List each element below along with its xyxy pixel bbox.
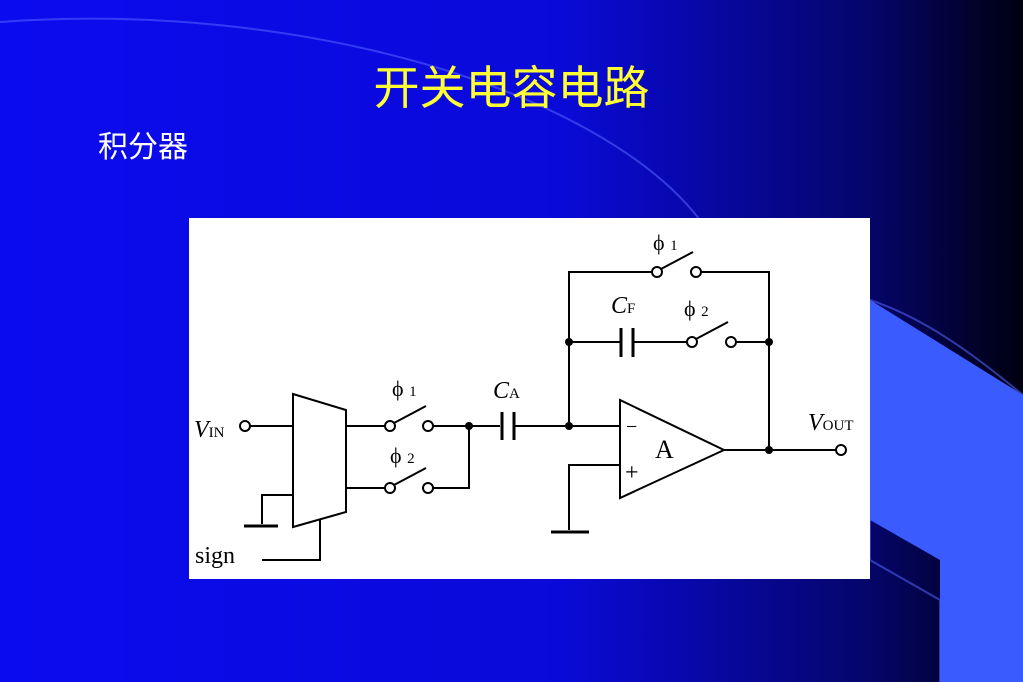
phi1-label-feedback: ϕ 1 [653, 230, 678, 255]
ca-label: CA [493, 378, 520, 404]
decorative-band [870, 300, 1023, 682]
circuit-panel: VIN sign ϕ 1 ϕ 2 CA CF ϕ 1 ϕ 2 A − + VOU… [189, 218, 870, 579]
vin-terminal [239, 420, 251, 432]
phi2-label-input: ϕ 2 [390, 443, 415, 468]
switch-phi1-input [393, 405, 427, 424]
opamp-label: A [655, 435, 674, 464]
slide-title: 开关电容电路 [373, 61, 650, 115]
switch-phi2-input [393, 467, 427, 486]
sign-label: sign [195, 543, 235, 569]
junction-dot [465, 422, 473, 430]
slide-subtitle: 积分器 [98, 130, 188, 165]
phi2-label-feedback: ϕ 2 [684, 296, 709, 321]
multiplexer-block [292, 392, 347, 529]
switch-phi1-feedback [660, 251, 694, 270]
cf-label: CF [611, 293, 635, 319]
junction-dot [765, 446, 773, 454]
junction-dot [765, 338, 773, 346]
opamp-triangle [619, 398, 727, 500]
junction-dot [565, 338, 573, 346]
decorative-curve [0, 17, 1023, 682]
junction-dot [565, 422, 573, 430]
vout-terminal [835, 444, 847, 456]
phi1-label-input: ϕ 1 [392, 376, 417, 401]
vin-label: VIN [194, 417, 225, 443]
circuit-diagram: VIN sign ϕ 1 ϕ 2 CA CF ϕ 1 ϕ 2 A − + VOU… [194, 230, 854, 569]
switch-phi2-feedback [695, 321, 729, 340]
opamp-minus-sign: − [626, 416, 637, 438]
vout-label: VOUT [808, 410, 854, 436]
opamp-plus-sign: + [625, 460, 639, 486]
